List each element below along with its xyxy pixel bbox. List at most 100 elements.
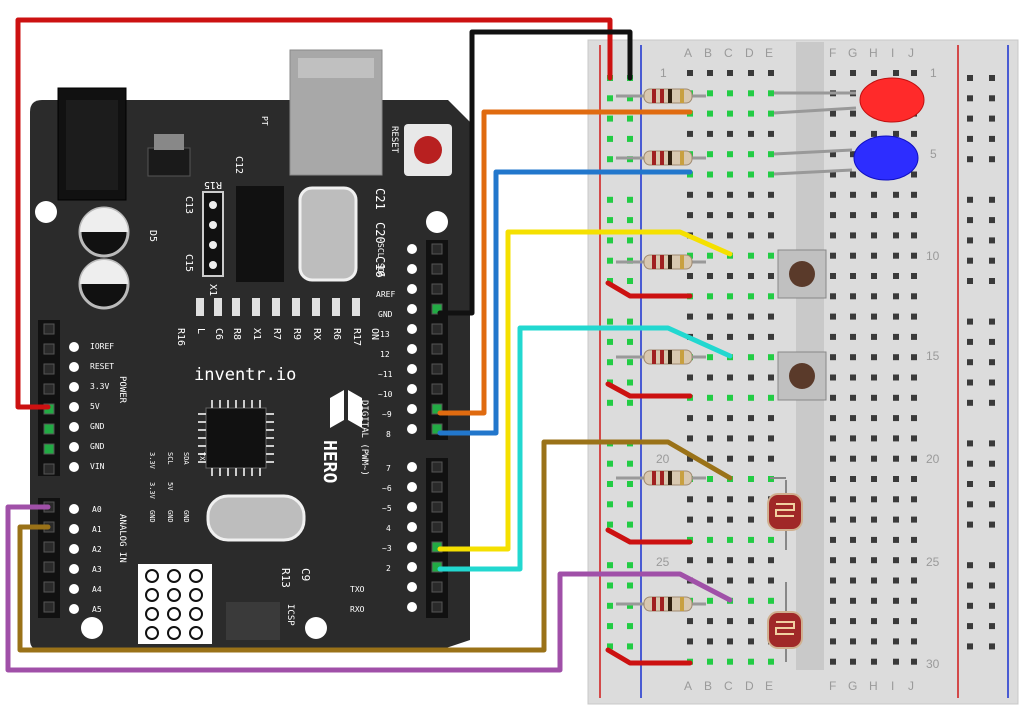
rail-hole	[989, 481, 995, 487]
breadboard-hole	[768, 354, 774, 361]
rail-hole	[627, 643, 633, 650]
pin-label-2: 2	[386, 564, 391, 573]
bottom-grid-pin	[145, 569, 159, 583]
pin-label-rxo: RXO	[350, 605, 365, 614]
breadboard-hole	[707, 374, 713, 381]
breadboard-hole	[871, 232, 877, 239]
rail-hole	[967, 623, 973, 630]
bottom-label-tx: TX	[198, 452, 206, 461]
power-header-pin	[43, 383, 55, 395]
breadboard-hole	[768, 232, 774, 239]
rail-hole	[989, 257, 995, 264]
rail-hole	[989, 115, 995, 122]
col-letter-g-bottom: G	[848, 679, 857, 693]
breadboard-hole	[830, 476, 836, 482]
breadboard-hole	[748, 638, 754, 645]
digital-pin-dot	[407, 284, 417, 294]
rail-hole	[607, 237, 613, 244]
rail-hole	[627, 359, 633, 366]
analog-header-pin	[43, 601, 55, 613]
breadboard-hole	[768, 130, 774, 137]
wires	[5, 17, 733, 673]
breadboard-hole	[893, 536, 899, 543]
breadboard-hole	[871, 130, 877, 137]
row-number-20-right: 20	[926, 452, 940, 466]
col-letter-h-bottom: H	[869, 679, 878, 693]
label-d5: D5	[147, 230, 158, 242]
breadboard-hole	[727, 151, 733, 158]
breadboard-hole	[687, 374, 693, 381]
label-r13: R13	[279, 568, 292, 588]
breadboard-hole	[768, 333, 774, 340]
rail-hole	[967, 481, 973, 487]
breadboard-hole	[830, 618, 836, 625]
rail-hole	[989, 582, 995, 589]
breadboard-hole	[893, 415, 899, 422]
breadboard-hole	[707, 618, 713, 625]
breadboard-hole	[871, 293, 877, 300]
rail-hole	[627, 460, 633, 467]
label-c16: C16	[373, 256, 387, 278]
breadboard-hole	[707, 435, 713, 442]
hero-logo-icon	[330, 390, 362, 428]
rail-hole	[989, 399, 995, 406]
breadboard-hole	[768, 313, 774, 320]
rail-hole	[607, 481, 613, 487]
breadboard-hole	[850, 374, 856, 381]
breadboard-hole	[911, 171, 917, 178]
breadboard-hole	[893, 435, 899, 442]
rail-hole	[627, 278, 633, 284]
digital-pin-dot	[407, 582, 417, 592]
breadboard-hole	[830, 496, 836, 503]
breadboard-hole	[893, 130, 899, 137]
breadboard-hole	[768, 577, 774, 584]
col-letter-c-top: C	[724, 46, 733, 60]
power-header-pin	[43, 343, 55, 355]
breadboard-hole	[871, 435, 877, 442]
breadboard-hole	[830, 252, 836, 259]
rail-hole	[967, 582, 973, 589]
breadboard-hole	[768, 658, 774, 665]
pin-label-9: ~9	[382, 410, 392, 419]
rail-hole	[989, 217, 995, 224]
label-l: L	[195, 328, 206, 334]
bottom-grid-pin	[167, 588, 181, 602]
wire-orange-pin9	[437, 109, 693, 416]
breadboard-hole	[911, 252, 917, 259]
wire-red-5v	[15, 17, 613, 410]
breadboard-hole	[748, 374, 754, 381]
breadboard-hole	[850, 618, 856, 625]
rail-hole	[967, 237, 973, 244]
digital-pin-dot	[407, 344, 417, 354]
label-x1-small: X1	[207, 284, 218, 296]
rail-hole	[607, 278, 613, 284]
breadboard-hole	[748, 70, 754, 76]
breadboard-hole	[893, 638, 899, 645]
breadboard-hole	[727, 557, 733, 564]
breadboard-hole	[748, 394, 754, 401]
wire-red-jumper-4	[605, 647, 693, 666]
digital-pin-dot	[407, 502, 417, 512]
breadboard-hole	[830, 638, 836, 645]
breadboard-hole	[911, 455, 917, 462]
resistor-band	[652, 597, 656, 611]
rail-hole	[627, 115, 633, 122]
resistors	[616, 88, 706, 612]
label-c20: C20	[373, 222, 387, 244]
breadboard-hole	[893, 273, 899, 279]
board-name: HERO	[319, 440, 340, 484]
breadboard-hole	[707, 130, 713, 137]
breadboard-hole	[727, 374, 733, 381]
rail-hole	[967, 156, 973, 163]
photoresistor-2	[767, 611, 803, 649]
power-header-pin	[43, 443, 55, 455]
wire-purple-a0	[5, 504, 733, 673]
analog-pin-dot	[69, 504, 79, 514]
breadboard-hole	[707, 252, 713, 259]
rail-hole	[989, 643, 995, 650]
breadboard-hole	[850, 354, 856, 361]
rail-hole	[989, 440, 995, 447]
breadboard-hole	[748, 658, 754, 665]
rail-hole	[967, 257, 973, 264]
pin-label-a3: A3	[92, 565, 102, 574]
